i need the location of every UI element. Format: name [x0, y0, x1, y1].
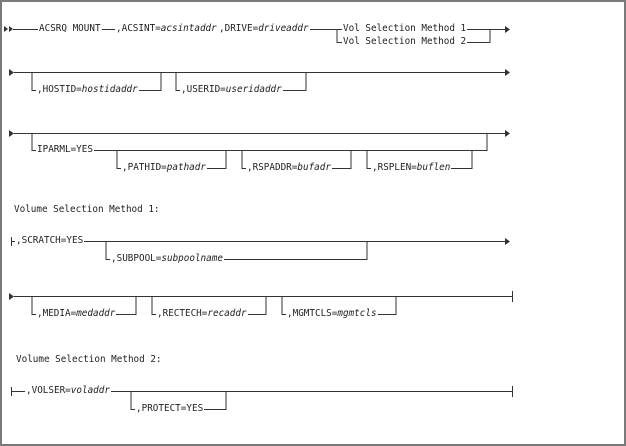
continue-arrow-icon [505, 69, 510, 76]
subpool-param: ,SUBPOOL=subpoolname [110, 253, 224, 265]
continue-arrow-icon [9, 69, 14, 76]
acsint-param: ,ACSINT=acsintaddr [115, 23, 218, 35]
method-2-title: Volume Selection Method 2: [16, 354, 162, 365]
continue-arrow-icon [505, 26, 510, 33]
continue-arrow-icon [505, 130, 510, 137]
hostid-param: ,HOSTID=hostidaddr [36, 84, 139, 96]
continue-arrow-icon [9, 130, 14, 137]
iparml-param: IPARML=YES [36, 144, 94, 156]
vol-selection-method-1-ref: Vol Selection Method 1 [342, 23, 468, 35]
continue-arrow-icon [9, 293, 14, 300]
userid-param: ,USERID=useridaddr [180, 84, 283, 96]
rspaddr-param: ,RSPADDR=bufadr [246, 162, 332, 174]
vol-selection-method-2-ref: Vol Selection Method 2 [342, 36, 468, 48]
protect-param: ,PROTECT=YES [135, 403, 205, 415]
scratch-param: ,SCRATCH=YES [15, 235, 85, 247]
mgmtcls-param: ,MGMTCLS=mgmtcls [286, 308, 378, 320]
volser-param: ,VOLSER=voladdr [25, 385, 111, 397]
command-name: ACSRQ MOUNT [38, 23, 102, 35]
rsplen-param: ,RSPLEN=buflen [371, 162, 452, 174]
pathid-param: ,PATHID=pathadr [121, 162, 207, 174]
continue-arrow-icon [505, 238, 510, 245]
rectech-param: ,RECTECH=recaddr [156, 308, 248, 320]
media-param: ,MEDIA=medaddr [36, 308, 117, 320]
start-arrow-icon [4, 26, 8, 32]
drive-param: ,DRIVE=driveaddr [218, 23, 310, 35]
start-arrow-icon [9, 26, 13, 32]
method-1-title: Volume Selection Method 1: [14, 204, 160, 215]
